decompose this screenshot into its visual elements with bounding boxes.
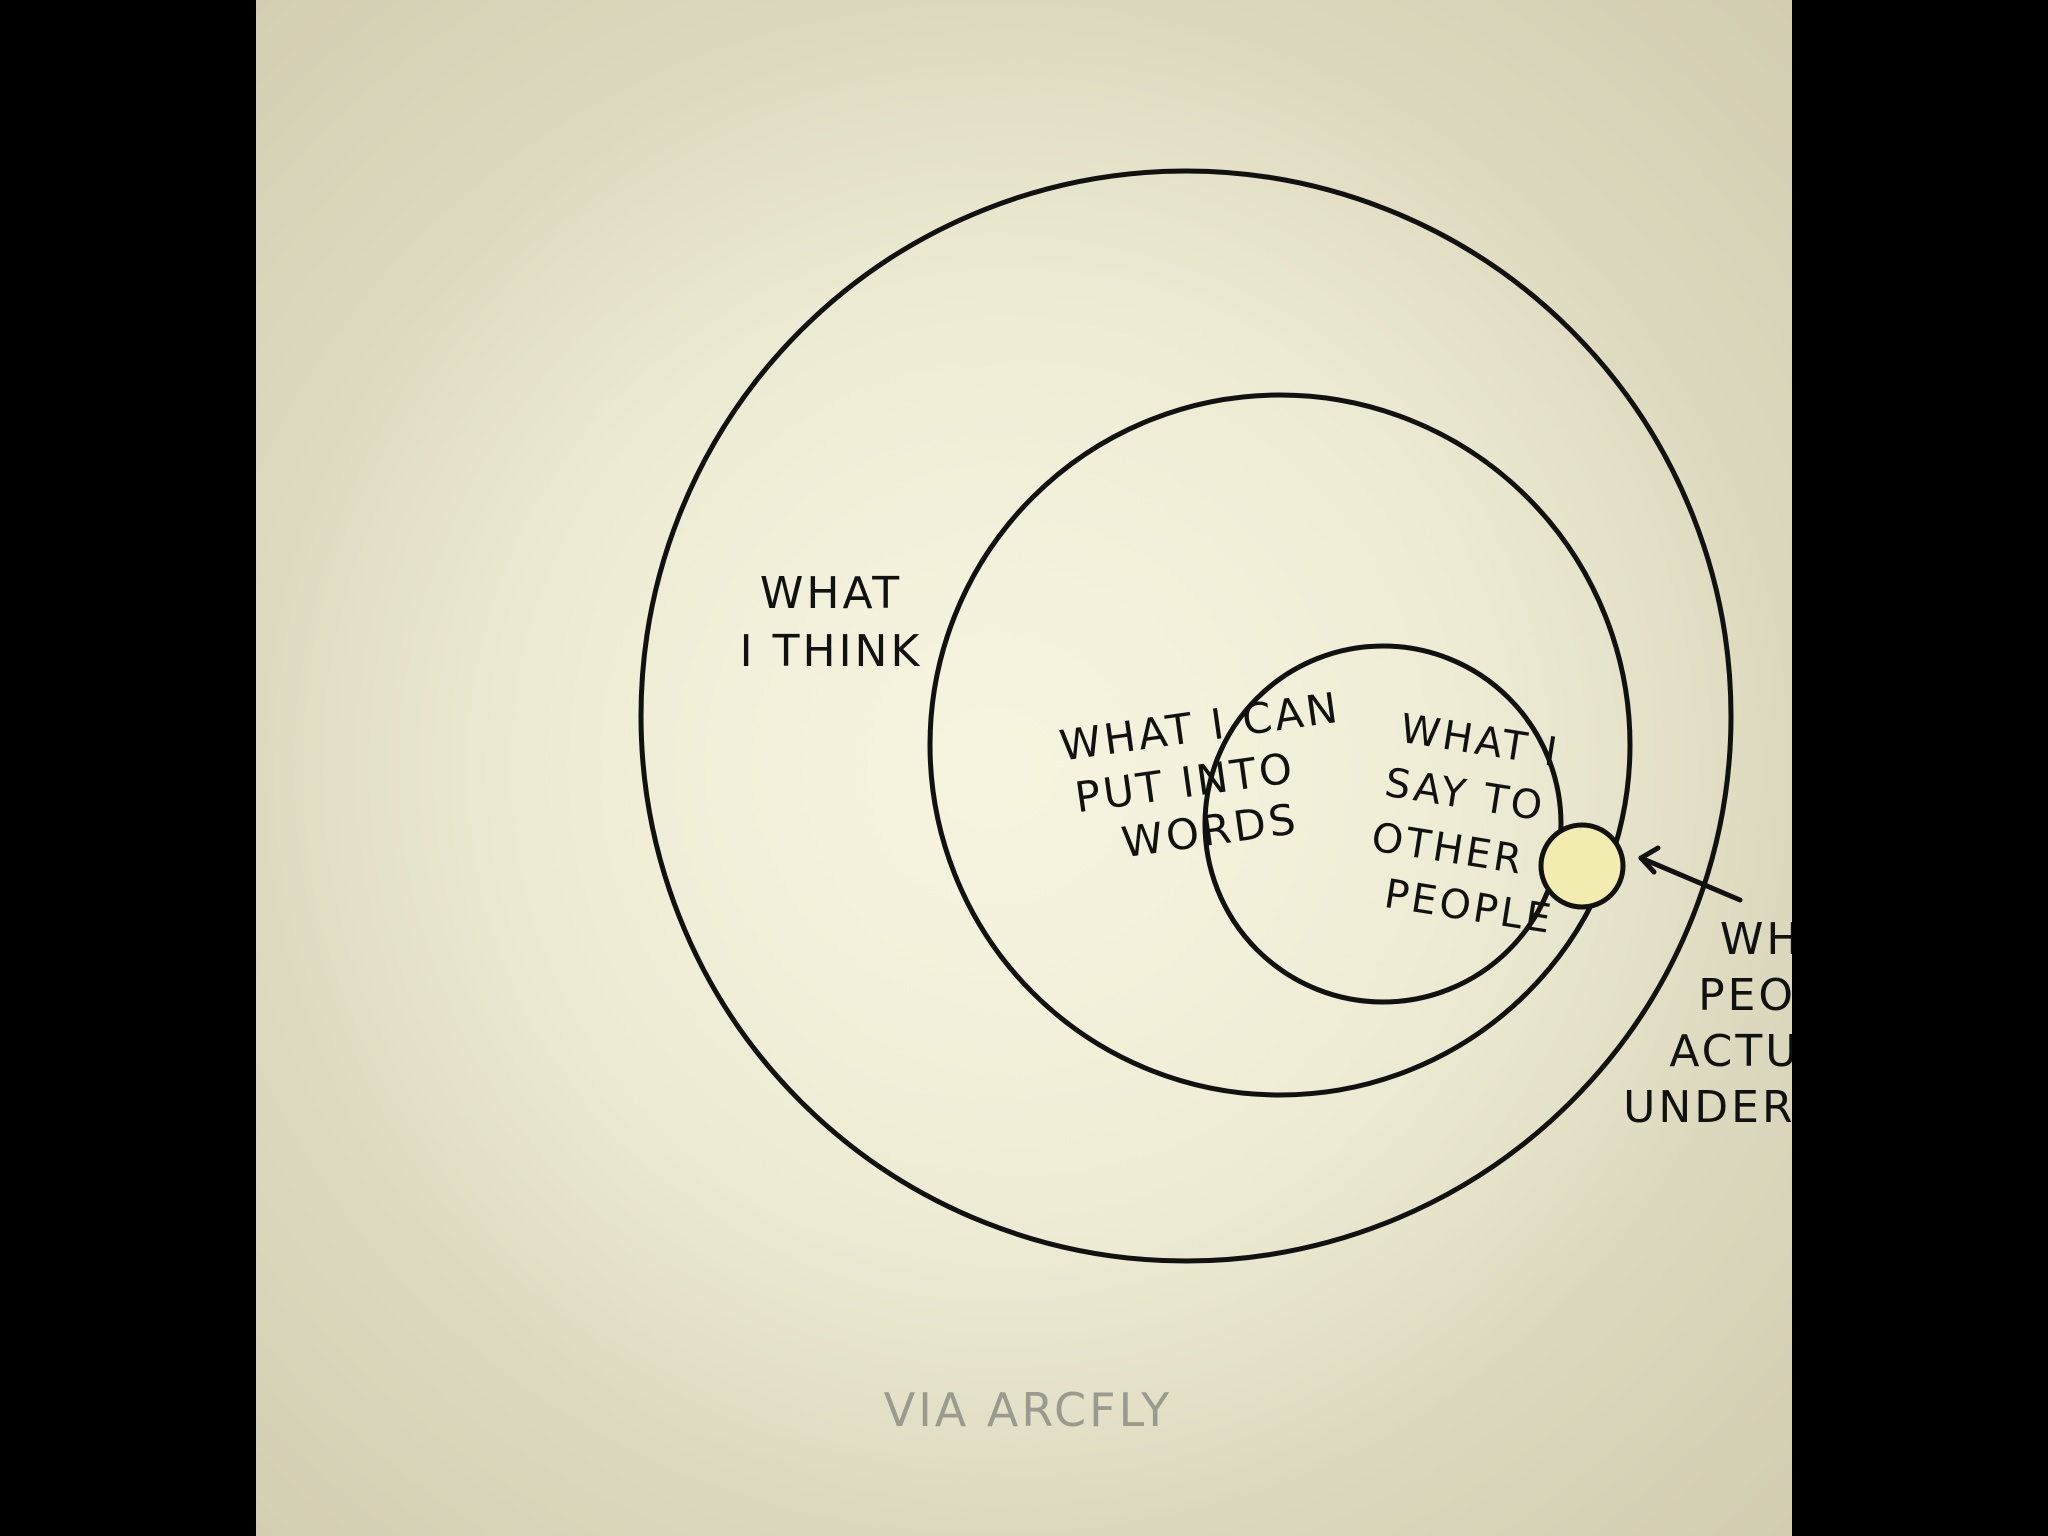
nested-circles-diagram: WHAT I THINK WHAT I CAN PUT INTO WORDS W…	[256, 0, 1792, 1536]
label-what-i-think-line-2: I THINK	[740, 626, 923, 677]
understand-arrow-shaft	[1638, 855, 1743, 903]
paper-vignette	[256, 0, 1792, 1536]
label-what-people-actually-understand-line-3: ACTUALLY	[1669, 1026, 1792, 1077]
circle-what-i-can-put-into-words	[927, 392, 1633, 1098]
label-what-i-think-line-1: WHAT	[760, 568, 902, 619]
label-what-people-actually-understand-line-2: PEOPLE	[1698, 970, 1792, 1021]
label-what-people-actually-understand-line-4: UNDERSTAND	[1623, 1082, 1792, 1133]
arrow-head-icon	[1638, 845, 1661, 875]
circle-what-i-think	[638, 168, 1734, 1264]
paper-background: WHAT I THINK WHAT I CAN PUT INTO WORDS W…	[256, 0, 1792, 1536]
circle-what-i-say-to-other-people	[1202, 643, 1564, 1005]
circle-what-people-actually-understand	[1538, 822, 1626, 910]
label-what-people-actually-understand-line-1: WHAT	[1720, 914, 1792, 965]
